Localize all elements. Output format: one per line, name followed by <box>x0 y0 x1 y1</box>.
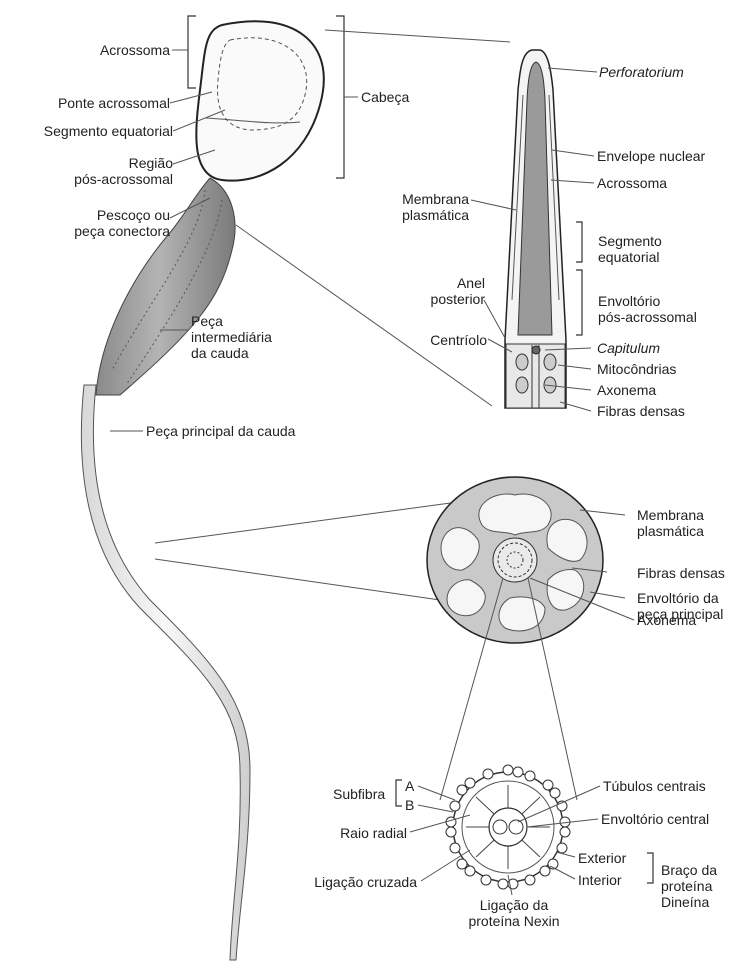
label-acrossoma-detail: Acrossoma <box>597 175 667 191</box>
label-subfibra-b: B <box>405 797 414 813</box>
segmento-equatorial-bracket <box>576 222 582 262</box>
label-tubulos-centrais: Túbulos centrais <box>603 778 706 794</box>
label-exterior: Exterior <box>578 850 626 866</box>
label-axonema-detail: Axonema <box>597 382 656 398</box>
label-cabeca: Cabeça <box>361 89 409 105</box>
label-anel-posterior: Anel posterior <box>431 275 485 307</box>
braco-dineina-bracket <box>647 853 653 883</box>
label-membrana-plasmatica-cross: Membrana plasmática <box>637 507 704 539</box>
sperm-head <box>196 21 323 180</box>
label-peca-principal: Peça principal da cauda <box>146 423 295 439</box>
label-regiao-pos-acrossomal: Região pós-acrossomal <box>74 155 173 187</box>
label-segmento-equatorial-detail: Segmento equatorial <box>598 233 662 265</box>
sperm-tail <box>81 385 250 960</box>
label-interior: Interior <box>578 872 622 888</box>
envoltorio-pos-acrossomal-bracket <box>576 270 582 335</box>
longitudinal-section <box>505 50 566 408</box>
label-ligacao-nexin: Ligação da proteína Nexin <box>466 897 562 929</box>
label-membrana-plasmatica-detail: Membrana plasmática <box>402 191 469 223</box>
label-perforatorium: Perforatorium <box>599 64 684 80</box>
principal-piece-cross-section <box>427 477 603 643</box>
label-ligacao-cruzada: Ligação cruzada <box>314 874 417 890</box>
label-braco-dineina: Braço da proteína Dineína <box>661 862 717 910</box>
label-subfibra-a: A <box>405 778 414 794</box>
label-segmento-equatorial-head: Segmento equatorial <box>44 123 173 139</box>
label-envoltorio-pos-acrossomal: Envoltório pós-acrossomal <box>598 293 697 325</box>
label-envelope-nuclear: Envelope nuclear <box>597 148 705 164</box>
label-subfibra: Subfibra <box>333 786 385 802</box>
label-centriolo: Centríolo <box>430 332 487 348</box>
label-peca-intermediaria: Peça intermediária da cauda <box>191 313 272 361</box>
label-pescoco: Pescoço ou peça conectora <box>74 207 170 239</box>
label-ponte-acrossomal: Ponte acrossomal <box>58 95 170 111</box>
cabeca-bracket <box>336 16 344 178</box>
label-fibras-densas-cross: Fibras densas <box>637 565 725 581</box>
label-axonema-cross: Axonema <box>637 612 696 628</box>
acrossoma-bracket <box>188 16 196 88</box>
label-raio-radial: Raio radial <box>340 825 407 841</box>
axoneme-diagram <box>446 765 570 889</box>
label-mitocondrias: Mitocôndrias <box>597 361 676 377</box>
label-fibras-densas-detail: Fibras densas <box>597 403 685 419</box>
label-capitulum: Capitulum <box>597 340 660 356</box>
label-acrossoma-head: Acrossoma <box>100 42 170 58</box>
label-envoltorio-central: Envoltório central <box>601 811 709 827</box>
subfibra-bracket <box>396 780 402 806</box>
